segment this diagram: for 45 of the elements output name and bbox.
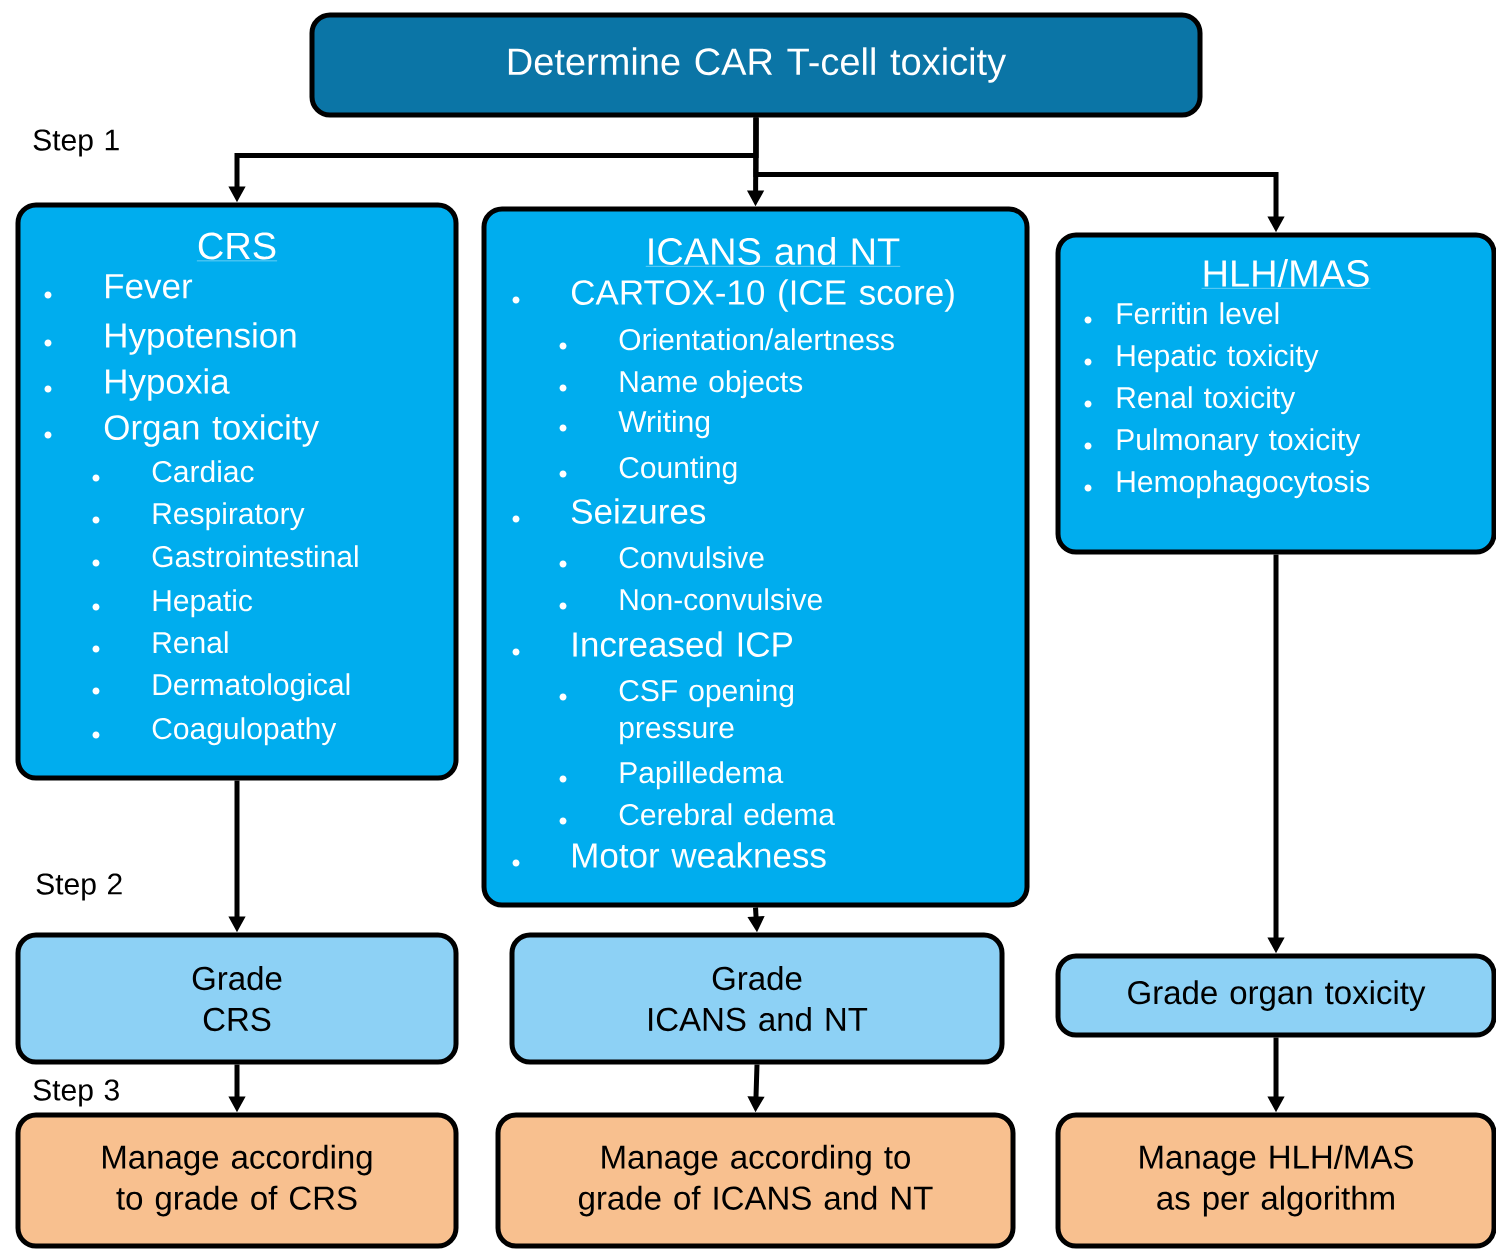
step-label: Step 1 bbox=[33, 129, 119, 157]
bullet-item: CSF opening pressure bbox=[559, 679, 793, 745]
bullet-item: Increased ICP bbox=[512, 631, 793, 657]
title-box: Determine CAR T-cell toxicity bbox=[309, 12, 1203, 118]
box-heading: ICANS and NT bbox=[645, 237, 901, 267]
bullet-item: Hepatic toxicity bbox=[1084, 344, 1319, 373]
step-label: Step 2 bbox=[36, 873, 122, 901]
box-heading: HLH/MAS bbox=[1201, 259, 1371, 289]
management-box: Manage HLH/MAS as per algorithm bbox=[1055, 1112, 1496, 1249]
bullet-item: Writing bbox=[559, 410, 710, 439]
box-heading: CRS bbox=[196, 232, 278, 262]
bullet-item: Gastrointestinal bbox=[92, 545, 358, 568]
management-box: Manage according to grade of CRS bbox=[15, 1112, 459, 1249]
category-box bbox=[481, 206, 1030, 908]
bullet-item: Non-convulsive bbox=[559, 588, 822, 611]
bullet-item: Papilledema bbox=[559, 761, 784, 790]
step-label: Step 3 bbox=[33, 1079, 119, 1107]
bullet-item: Dermatological bbox=[92, 673, 350, 702]
bullet-item: Renal toxicity bbox=[1084, 386, 1296, 415]
bullet-item: Counting bbox=[559, 456, 737, 485]
bullet-item: Hepatic bbox=[92, 589, 253, 618]
management-box: Manage according to grade of ICANS and NT bbox=[495, 1112, 1016, 1249]
bullet-item: Renal bbox=[92, 631, 228, 654]
category-box bbox=[1055, 232, 1496, 555]
bullet-item: Hypoxia bbox=[44, 368, 230, 401]
bullet-item: Seizures bbox=[512, 498, 706, 524]
grade-box: Grade organ toxicity bbox=[1055, 953, 1496, 1038]
bullet-item: Motor weakness bbox=[512, 842, 826, 868]
grade-box: Grade CRS bbox=[15, 932, 459, 1065]
bullet-item: Coagulopathy bbox=[92, 717, 337, 746]
bullet-item: Cardiac bbox=[92, 460, 254, 483]
bullet-item: Ferritin level bbox=[1084, 302, 1279, 325]
bullet-item: Hypotension bbox=[44, 322, 296, 355]
bullet-item: CARTOX-10 (ICE score) bbox=[512, 279, 954, 312]
bullet-item: Name objects bbox=[559, 370, 803, 399]
bullet-item: Convulsive bbox=[559, 546, 764, 569]
bullet-item: Cerebral edema bbox=[559, 803, 835, 826]
bullet-item: Pulmonary toxicity bbox=[1084, 428, 1361, 457]
bullet-item: Hemophagocytosis bbox=[1084, 470, 1370, 499]
grade-box: Grade ICANS and NT bbox=[509, 932, 1005, 1065]
bullet-item: Fever bbox=[44, 274, 193, 299]
bullet-item: Organ toxicity bbox=[44, 414, 319, 447]
category-box bbox=[15, 202, 459, 781]
bullet-item: Respiratory bbox=[92, 502, 305, 531]
bullet-item: Orientation/alertness bbox=[559, 328, 894, 351]
